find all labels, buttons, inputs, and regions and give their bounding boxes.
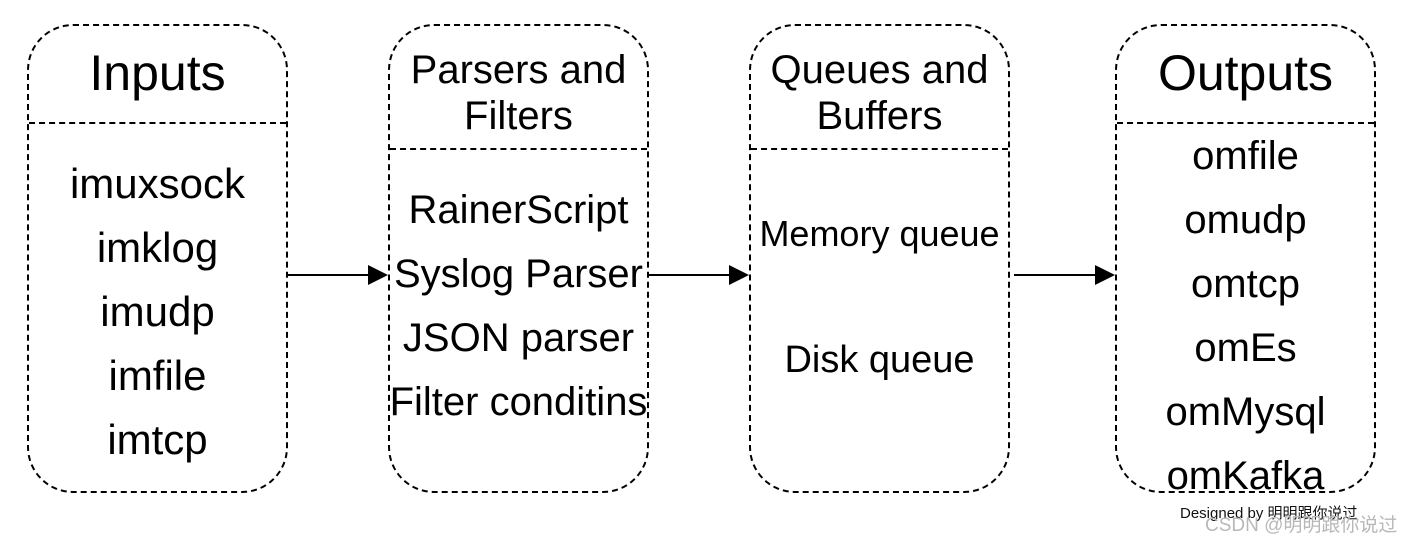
parsers-box: Parsers and Filters RainerScript Syslog … bbox=[388, 24, 649, 493]
arrow-inputs-to-parsers bbox=[288, 265, 388, 285]
queues-divider bbox=[751, 148, 1008, 150]
parsers-title-line2: Filters bbox=[464, 94, 573, 138]
outputs-divider bbox=[1117, 122, 1374, 124]
output-omudp: omudp bbox=[1184, 198, 1307, 242]
input-imfile: imfile bbox=[108, 352, 207, 399]
queues-title-line2: Buffers bbox=[816, 94, 943, 138]
input-imuxsock: imuxsock bbox=[69, 160, 246, 207]
parsers-list: RainerScript Syslog Parser JSON parser F… bbox=[389, 178, 648, 434]
parser-rainerscript: RainerScript bbox=[408, 188, 629, 232]
queues-list: Memory queue Disk queue bbox=[751, 210, 1008, 384]
output-omfile: omfile bbox=[1192, 134, 1299, 178]
queue-disk: Disk queue bbox=[784, 339, 975, 381]
inputs-divider bbox=[29, 122, 286, 124]
designed-by-watermark: Designed by 明明跟你说过 bbox=[1180, 505, 1358, 522]
arrow-parsers-to-queues bbox=[649, 265, 749, 285]
outputs-box: Outputs omfile omudp omtcp omEs omMysql … bbox=[1115, 24, 1376, 498]
outputs-title: Outputs bbox=[1157, 45, 1334, 102]
outputs-list: omfile omudp omtcp omEs omMysql omKafka bbox=[1117, 124, 1374, 508]
output-omkafka: omKafka bbox=[1166, 454, 1325, 498]
inputs-box: Inputs imuxsock imklog imudp imfile imtc… bbox=[27, 24, 288, 493]
queues-title: Queues and Buffers bbox=[751, 38, 1008, 148]
parsers-title: Parsers and Filters bbox=[390, 38, 647, 148]
queues-box: Queues and Buffers Memory queue Disk que… bbox=[749, 24, 1010, 493]
parser-syslog: Syslog Parser bbox=[394, 252, 643, 296]
output-omtcp: omtcp bbox=[1191, 262, 1300, 306]
queues-title-line1: Queues and bbox=[770, 48, 989, 92]
input-imklog: imklog bbox=[96, 224, 219, 271]
parser-json: JSON parser bbox=[402, 316, 635, 360]
parsers-divider bbox=[390, 148, 647, 150]
input-imudp: imudp bbox=[100, 288, 215, 335]
output-ommysql: omMysql bbox=[1165, 390, 1326, 434]
parsers-title-line1: Parsers and bbox=[410, 48, 627, 92]
output-omes: omEs bbox=[1194, 326, 1297, 370]
queue-memory: Memory queue bbox=[759, 213, 1000, 254]
parser-filter-conditions: Filter conditins bbox=[389, 380, 648, 424]
csdn-watermark: CSDN @明明跟你说过 bbox=[1205, 515, 1398, 536]
inputs-title: Inputs bbox=[89, 45, 226, 102]
input-imtcp: imtcp bbox=[107, 416, 208, 463]
arrow-queues-to-outputs bbox=[1014, 265, 1115, 285]
inputs-list: imuxsock imklog imudp imfile imtcp bbox=[29, 152, 286, 472]
